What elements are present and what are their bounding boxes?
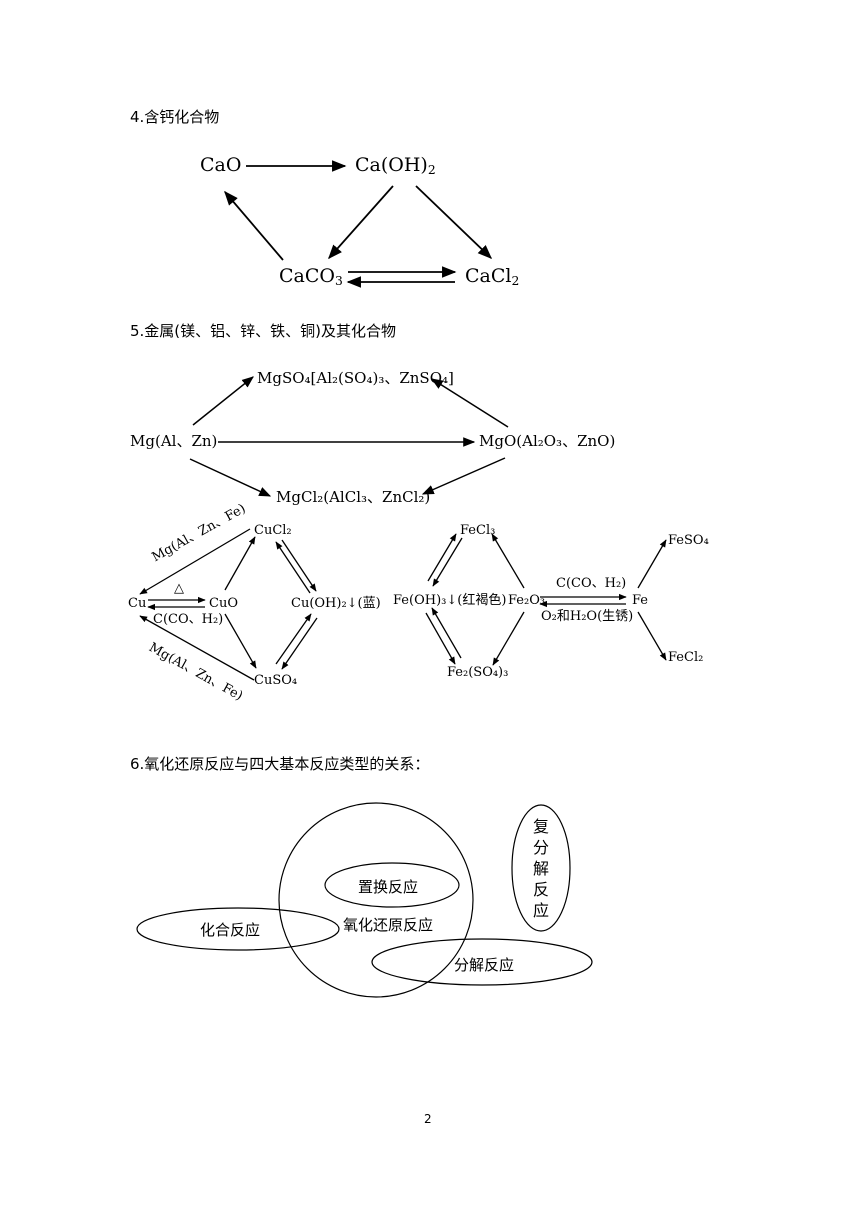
cacl2-label: CaCl2 bbox=[465, 265, 520, 289]
fe2o3-label: Fe₂O₃ bbox=[508, 593, 546, 608]
redox-circle bbox=[278, 802, 474, 998]
feso4-label: FeSO₄ bbox=[668, 533, 709, 548]
arrow-fe-to-fecl2 bbox=[637, 611, 667, 661]
mg-label: Mg(Al、Zn) bbox=[130, 432, 218, 450]
arrow-fe2o3-to-fe2so43 bbox=[492, 611, 525, 666]
calcium-arrows bbox=[224, 160, 493, 288]
arrow-cuo-to-cuso4 bbox=[224, 613, 257, 669]
fe2so43-label: Fe₂(SO₄)₃ bbox=[447, 665, 509, 680]
copper-reductant-label: C(CO、H₂) bbox=[153, 612, 224, 627]
cuo-label: CuO bbox=[209, 596, 238, 611]
decomposition-ellipse bbox=[371, 938, 593, 986]
oxides-label: MgO(Al₂O₃、ZnO) bbox=[479, 432, 616, 450]
copper-arrows bbox=[139, 528, 318, 681]
cuoh2-label: Cu(OH)₂↓(蓝) bbox=[291, 596, 381, 611]
arrow-fecl3-to-feoh3 bbox=[432, 537, 463, 587]
arrow-feoh3-to-fe2so43 bbox=[425, 612, 456, 665]
arrow-cuso4-to-cuoh2 bbox=[275, 613, 312, 665]
displacement-ellipse bbox=[324, 862, 460, 908]
iron-arrows bbox=[425, 533, 667, 666]
arrow-mg-to-sulfates bbox=[192, 376, 254, 426]
combination-label: 化合反应 bbox=[200, 921, 261, 939]
double-decomposition-ellipse bbox=[511, 804, 571, 932]
arrow-cuoh2-to-cucl2 bbox=[275, 541, 311, 594]
caoh2-label: Ca(OH)2 bbox=[355, 154, 436, 178]
arrow-caco3-to-cao bbox=[224, 190, 284, 261]
caco3-label: CaCO3 bbox=[279, 265, 343, 289]
arrow-caoh2-to-caco3 bbox=[328, 185, 394, 260]
metal-arrows bbox=[189, 376, 509, 497]
redox-label: 氧化还原反应 bbox=[343, 916, 434, 934]
arrow-cucl2-to-cuoh2 bbox=[281, 539, 317, 592]
arrow-fe2o3-to-fecl3 bbox=[491, 533, 525, 589]
arrow-fe2so43-to-feoh3 bbox=[431, 607, 462, 659]
arrow-feoh3-to-fecl3 bbox=[427, 533, 457, 582]
feoh3-label: Fe(OH)₃↓(红褐色) bbox=[393, 593, 507, 608]
arrow-oxides-to-sulfates bbox=[430, 378, 509, 428]
venn-shapes bbox=[136, 802, 593, 998]
arrow-cuo-to-cucl2 bbox=[224, 536, 256, 591]
arrow-cucl2-to-cu bbox=[139, 528, 251, 595]
sulfates-label: MgSO₄[Al₂(SO₄)₃、ZnSO₄] bbox=[257, 369, 454, 387]
arrow-fe-to-feso4 bbox=[637, 539, 667, 589]
chlorides-label: MgCl₂(AlCl₃、ZnCl₂) bbox=[276, 488, 431, 506]
section-5-heading: 5.金属(镁、铝、锌、铁、铜)及其化合物 bbox=[130, 322, 397, 340]
cao-label: CaO bbox=[200, 154, 242, 176]
cuso4-label: CuSO₄ bbox=[254, 673, 298, 688]
section-6-heading: 6.氧化还原反应与四大基本反应类型的关系： bbox=[130, 755, 430, 773]
page-number: 2 bbox=[424, 1112, 432, 1126]
arrow-cuso4-to-cu bbox=[139, 615, 255, 681]
arrow-mg-to-chlorides bbox=[189, 458, 272, 497]
fecl2-label: FeCl₂ bbox=[668, 650, 704, 665]
displacement-label: 置换反应 bbox=[358, 878, 419, 896]
fecl3-label: FeCl₃ bbox=[460, 523, 496, 538]
heat-symbol: △ bbox=[174, 581, 184, 596]
cu-label: Cu bbox=[128, 596, 147, 611]
arrow-oxides-to-chlorides bbox=[421, 457, 506, 495]
cucl2-label: CuCl₂ bbox=[254, 523, 292, 538]
combination-ellipse bbox=[136, 907, 340, 951]
decomposition-label: 分解反应 bbox=[454, 956, 515, 974]
arrow-caoh2-to-cacl2 bbox=[415, 185, 493, 259]
arrow-cuoh2-to-cuso4 bbox=[281, 617, 318, 670]
double-decomposition-label: 复分解反应 bbox=[532, 817, 549, 920]
rust-label: O₂和H₂O(生锈) bbox=[541, 609, 634, 624]
section-4-heading: 4.含钙化合物 bbox=[130, 108, 220, 126]
fe-label: Fe bbox=[632, 593, 649, 608]
iron-reductant-label: C(CO、H₂) bbox=[556, 576, 627, 591]
